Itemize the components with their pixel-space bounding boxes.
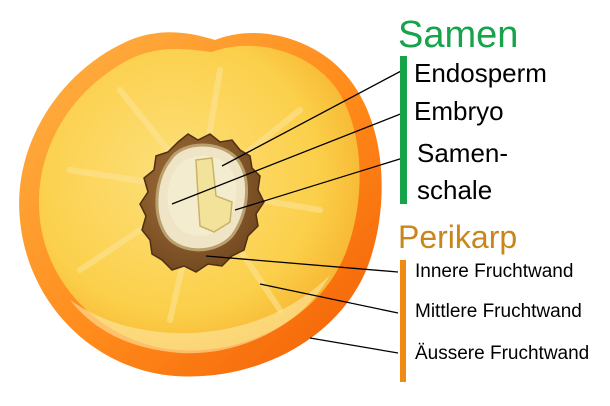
seed-group-title: Samen [398, 14, 519, 56]
leader-lines [171, 69, 404, 354]
pericarp-group-title: Perikarp [398, 219, 518, 255]
leader-mesocarp [259, 283, 399, 314]
label-endocarp: Innere Fruchtwand [415, 261, 574, 282]
label-seed-coat-line2: schale [417, 175, 493, 205]
label-seed-coat-line1: Samen- [417, 138, 509, 168]
leader-endocarp [205, 255, 399, 273]
pericarp-group-bar [400, 260, 406, 382]
leader-seed-coat [234, 157, 404, 211]
label-exocarp: Äussere Fruchtwand [415, 343, 590, 364]
label-endosperm: Endosperm [414, 58, 547, 88]
embryo [195, 157, 233, 233]
seed-group-bar [400, 56, 407, 204]
leader-exocarp [309, 337, 399, 354]
label-embryo: Embryo [414, 96, 504, 126]
leader-endosperm [221, 69, 404, 167]
leader-embryo [171, 112, 404, 205]
flesh-highlight [70, 275, 330, 354]
label-mesocarp: Mittlere Fruchtwand [415, 301, 582, 322]
